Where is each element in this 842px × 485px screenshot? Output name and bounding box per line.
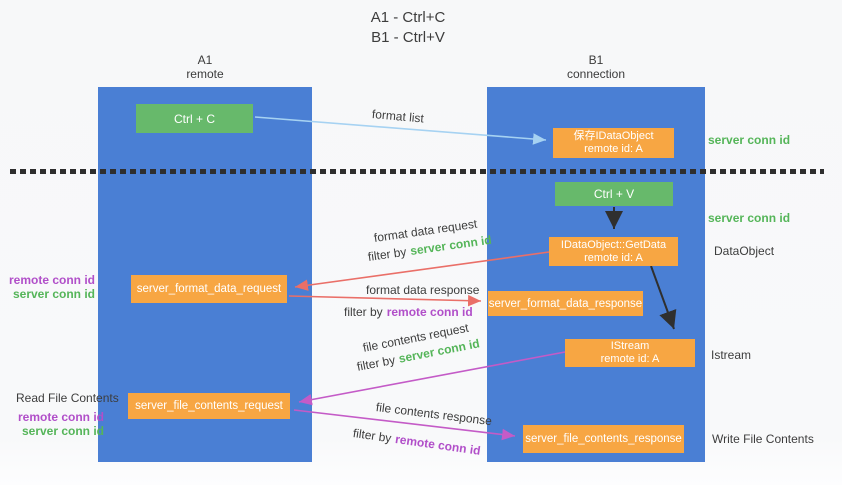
lane-b1-subtitle: connection: [566, 67, 626, 81]
lane-header-a1: A1 remote: [98, 53, 312, 81]
node-server-file-contents-response: server_file_contents_response: [523, 425, 684, 453]
label-file-conn-ids: remote conn id server conn id: [0, 410, 104, 438]
title-line-2: B1 - Ctrl+V: [371, 29, 445, 46]
arrow-label-file-contents-response: file contents response: [375, 400, 493, 429]
label-file-remote-conn-id: remote conn id: [17, 410, 104, 424]
label-dataobject: DataObject: [714, 244, 775, 258]
label-write-file-contents: Write File Contents: [712, 432, 814, 446]
filter-key-remote-conn-id: remote conn id: [386, 305, 473, 319]
label-file-server-conn-id: server conn id: [21, 424, 104, 438]
node-save-idataobject: 保存IDataObject remote id: A: [553, 128, 674, 158]
node-server-format-data-response-label: server_format_data_response: [488, 297, 643, 310]
filter-prefix: filter by: [352, 426, 393, 446]
label-server-conn-id-mid: server conn id: [708, 211, 791, 225]
node-server-format-data-request-label: server_format_data_request: [136, 283, 282, 295]
node-server-file-contents-response-label: server_file_contents_response: [525, 433, 682, 445]
lane-a1-subtitle: remote: [186, 67, 224, 81]
filter-prefix: filter by: [367, 244, 408, 264]
arrow-label-format-data-response: format data response: [366, 283, 480, 297]
filter-prefix: filter by: [355, 352, 397, 374]
label-read-file-contents: Read File Contents: [16, 391, 119, 405]
node-ctrl-v: Ctrl + V: [555, 182, 673, 206]
node-server-format-data-response: server_format_data_response: [488, 291, 643, 316]
lane-header-b1: B1 connection: [487, 53, 705, 81]
label-format-remote-conn-id: remote conn id: [8, 273, 95, 287]
filter-prefix: filter by: [344, 305, 383, 319]
node-istream: IStream remote id: A: [565, 339, 695, 367]
node-istream-line2: remote id: A: [600, 353, 660, 365]
node-idataobject-getdata: IDataObject::GetData remote id: A: [549, 237, 678, 266]
node-idataobject-getdata-line1: IDataObject::GetData: [560, 238, 667, 251]
node-save-idataobject-line2: remote id: A: [584, 143, 643, 155]
label-istream: Istream: [711, 348, 752, 362]
dotted-divider-line: [10, 169, 824, 174]
node-server-format-data-request: server_format_data_request: [131, 275, 287, 303]
title-line-1: A1 - Ctrl+C: [370, 9, 446, 26]
node-ctrl-c-label: Ctrl + C: [173, 111, 215, 126]
node-idataobject-getdata-line2: remote id: A: [584, 251, 643, 264]
node-server-file-contents-request-label: server_file_contents_request: [135, 400, 283, 412]
node-save-idataobject-line1: 保存IDataObject: [573, 130, 654, 142]
label-server-conn-id-top: server conn id: [708, 133, 791, 147]
node-ctrl-v-label: Ctrl + V: [593, 187, 635, 201]
node-ctrl-c: Ctrl + C: [136, 104, 253, 133]
label-format-server-conn-id: server conn id: [12, 287, 95, 301]
arrow-label-format-list: format list: [371, 107, 425, 126]
diagram-title: A1 - Ctrl+C B1 - Ctrl+V: [258, 8, 558, 48]
lane-b1-name: B1: [588, 53, 604, 67]
lane-a1-name: A1: [197, 53, 213, 67]
label-format-conn-ids: remote conn id server conn id: [0, 273, 95, 301]
node-istream-line1: IStream: [610, 340, 650, 352]
filter-key-remote-conn-id: remote conn id: [394, 432, 482, 458]
node-server-file-contents-request: server_file_contents_request: [128, 393, 290, 419]
